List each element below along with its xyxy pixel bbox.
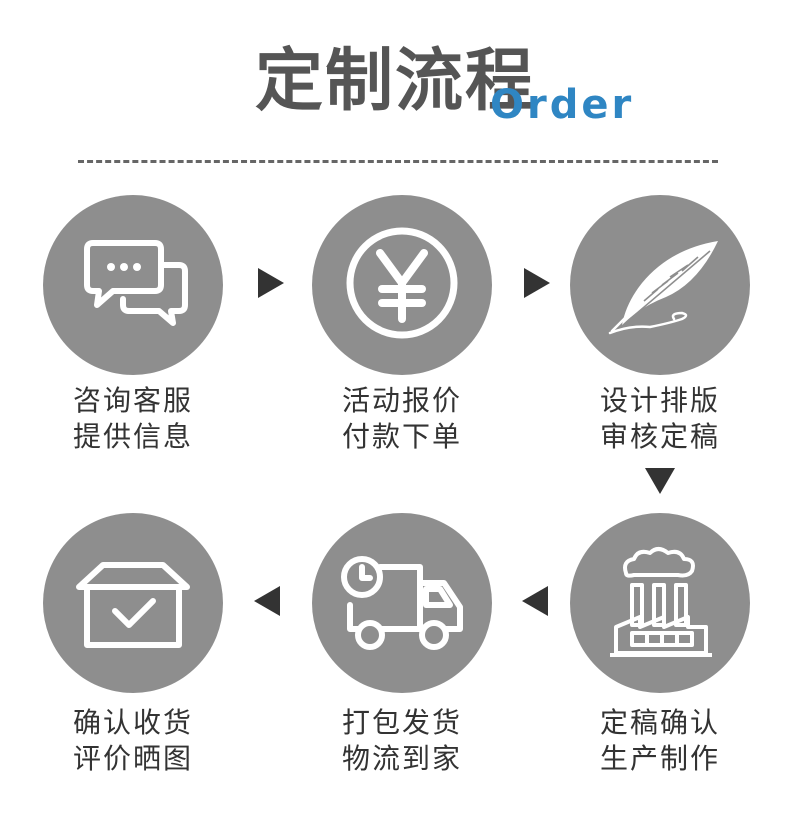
- step-circle-quote: [312, 195, 492, 375]
- factory-icon: [610, 547, 712, 657]
- dashed-divider: [78, 160, 718, 163]
- step-label-quote: 活动报价 付款下单: [341, 384, 462, 453]
- step-label-consult: 咨询客服 提供信息: [72, 384, 193, 453]
- feather-quill-icon: [608, 241, 718, 335]
- step-circle-receipt: [43, 513, 223, 693]
- arrow-left-1: [522, 586, 548, 616]
- arrow-right-2: [524, 268, 550, 298]
- step-circle-shipping: [312, 513, 492, 693]
- step-circle-production: [570, 513, 750, 693]
- step-circle-design: [570, 195, 750, 375]
- delivery-truck-icon: [341, 556, 463, 650]
- step-label-production: 定稿确认 生产制作: [599, 706, 720, 775]
- step-label-shipping: 打包发货 物流到家: [341, 706, 462, 775]
- box-check-icon: [76, 562, 190, 648]
- arrow-down: [645, 468, 675, 494]
- chat-bubbles-icon: [84, 240, 188, 326]
- arrow-right-1: [258, 268, 284, 298]
- step-label-receipt: 确认收货 评价晒图: [72, 706, 193, 775]
- yen-coin-icon: [346, 227, 458, 339]
- page-subtitle: Order: [490, 82, 635, 128]
- step-circle-consult: [43, 195, 223, 375]
- page-title: 定制流程: [254, 42, 535, 121]
- step-label-design: 设计排版 审核定稿: [599, 384, 720, 453]
- arrow-left-2: [254, 586, 280, 616]
